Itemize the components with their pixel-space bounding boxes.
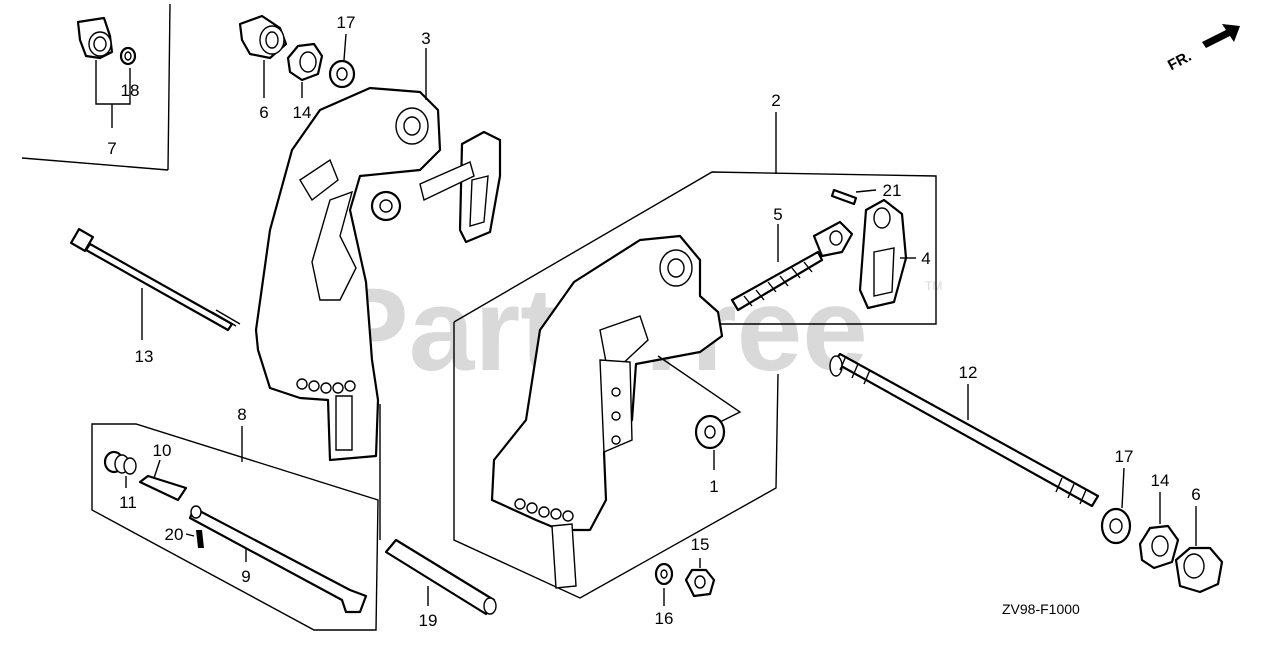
part-3-bolt-head[interactable] bbox=[370, 190, 402, 222]
part-17-washer-right[interactable] bbox=[1100, 507, 1132, 545]
leader-7-18 bbox=[95, 60, 131, 128]
callout-14-top: 14 bbox=[293, 103, 312, 122]
callout-14-right: 14 bbox=[1151, 471, 1170, 490]
box-part-8 bbox=[91, 423, 379, 631]
callout-7: 7 bbox=[107, 139, 116, 158]
leader-17-right bbox=[1121, 467, 1125, 509]
part-7-cap[interactable] bbox=[76, 16, 114, 60]
callout-4: 4 bbox=[921, 249, 930, 268]
callout-3: 3 bbox=[421, 29, 430, 48]
part-16-washer[interactable] bbox=[654, 562, 674, 586]
part-5-screw[interactable] bbox=[730, 220, 854, 312]
part-3-bracket[interactable] bbox=[254, 86, 442, 462]
part-17-washer-top[interactable] bbox=[328, 59, 356, 89]
part-14-nut-right[interactable] bbox=[1138, 524, 1180, 570]
part-4-handle[interactable] bbox=[858, 198, 908, 310]
leader-21 bbox=[855, 189, 877, 193]
callout-15: 15 bbox=[691, 535, 710, 554]
leader-1-lines bbox=[657, 355, 742, 425]
part-6-cap-right[interactable] bbox=[1174, 546, 1224, 594]
part-10-plate[interactable] bbox=[138, 474, 188, 502]
part-21-pin[interactable] bbox=[830, 188, 858, 206]
part-19-sleeve[interactable] bbox=[384, 538, 497, 616]
callout-6-top: 6 bbox=[259, 103, 268, 122]
callout-2: 2 bbox=[771, 91, 780, 110]
part-14-nut-top[interactable] bbox=[286, 42, 324, 82]
callout-labels: 1 2 3 4 5 6 6 7 8 9 10 11 12 13 14 14 15… bbox=[107, 13, 1200, 630]
callout-5: 5 bbox=[773, 205, 782, 224]
box-part-2 bbox=[453, 171, 937, 599]
leader-10 bbox=[153, 459, 161, 479]
part-13-bolt[interactable] bbox=[69, 227, 241, 332]
part-20-pin[interactable] bbox=[196, 530, 204, 548]
callout-8: 8 bbox=[237, 405, 246, 424]
part-12-shaft[interactable] bbox=[829, 352, 1100, 508]
leader-20 bbox=[185, 533, 195, 537]
callout-13: 13 bbox=[135, 347, 154, 366]
diagram-code: ZV98-F1000 bbox=[1002, 601, 1080, 617]
callout-20: 20 bbox=[165, 525, 184, 544]
callout-10: 10 bbox=[153, 441, 172, 460]
callout-16: 16 bbox=[655, 609, 674, 628]
part-3-clamp-handle[interactable] bbox=[419, 130, 502, 244]
part-6-cap-top[interactable] bbox=[238, 14, 288, 60]
callout-17-right: 17 bbox=[1115, 447, 1134, 466]
callout-11: 11 bbox=[119, 493, 137, 512]
direction-label: FR. bbox=[1165, 48, 1194, 74]
forward-direction-indicator: FR. bbox=[1165, 24, 1240, 74]
watermark-trademark: TM bbox=[925, 279, 942, 293]
callout-6-right: 6 bbox=[1191, 485, 1200, 504]
callout-12: 12 bbox=[959, 363, 978, 382]
callout-18: 18 bbox=[121, 81, 140, 100]
callout-21: 21 bbox=[883, 181, 902, 200]
part-2-bracket[interactable] bbox=[490, 234, 724, 589]
part-18-washer[interactable] bbox=[119, 46, 137, 66]
callout-1: 1 bbox=[709, 477, 718, 496]
callout-9: 9 bbox=[241, 567, 250, 586]
forward-arrow-icon bbox=[1202, 24, 1240, 48]
part-1-washer[interactable] bbox=[694, 414, 726, 450]
inset-box-lines bbox=[21, 3, 171, 171]
callout-17-top: 17 bbox=[337, 13, 356, 32]
callout-19: 19 bbox=[419, 611, 438, 630]
part-9-rod[interactable] bbox=[188, 505, 368, 614]
part-11-spring[interactable] bbox=[103, 450, 137, 475]
part-15-nut[interactable] bbox=[684, 568, 716, 598]
leader-17-top bbox=[343, 33, 347, 61]
